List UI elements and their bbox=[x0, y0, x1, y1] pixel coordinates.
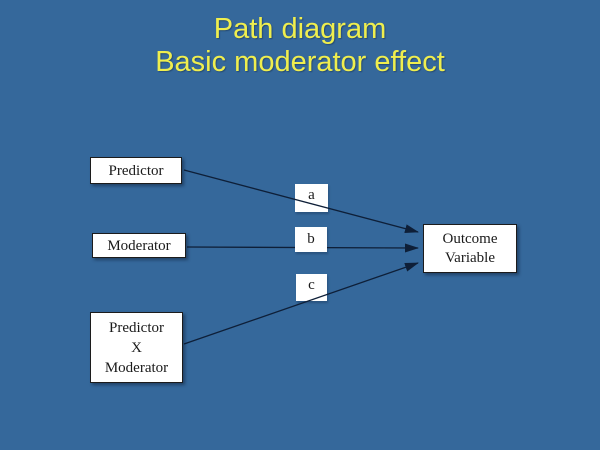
path-label-b-text: b bbox=[307, 231, 315, 247]
path-label-c: c bbox=[296, 274, 327, 301]
box-interaction-line2: X bbox=[131, 339, 142, 356]
box-moderator: Moderator bbox=[92, 233, 186, 258]
path-label-b: b bbox=[295, 227, 327, 252]
path-label-c-text: c bbox=[308, 277, 315, 293]
box-outcome-variable: Outcome Variable bbox=[423, 224, 517, 273]
box-predictor: Predictor bbox=[90, 157, 182, 184]
box-outcome-line1: Outcome bbox=[442, 230, 498, 247]
slide-title: Path diagram Basic moderator effect bbox=[0, 13, 600, 79]
box-moderator-label: Moderator bbox=[107, 237, 171, 254]
path-label-a-text: a bbox=[308, 187, 315, 203]
box-interaction-line3: Moderator bbox=[104, 359, 169, 376]
slide-title-line1: Path diagram bbox=[213, 13, 387, 45]
box-predictor-x-moderator: Predictor X Moderator bbox=[90, 312, 183, 383]
path-label-a: a bbox=[295, 184, 328, 212]
box-predictor-label: Predictor bbox=[108, 162, 164, 179]
slide-title-line2: Basic moderator effect bbox=[155, 46, 445, 78]
box-outcome-line2: Variable bbox=[445, 249, 495, 266]
box-interaction-line1: Predictor bbox=[109, 319, 164, 336]
